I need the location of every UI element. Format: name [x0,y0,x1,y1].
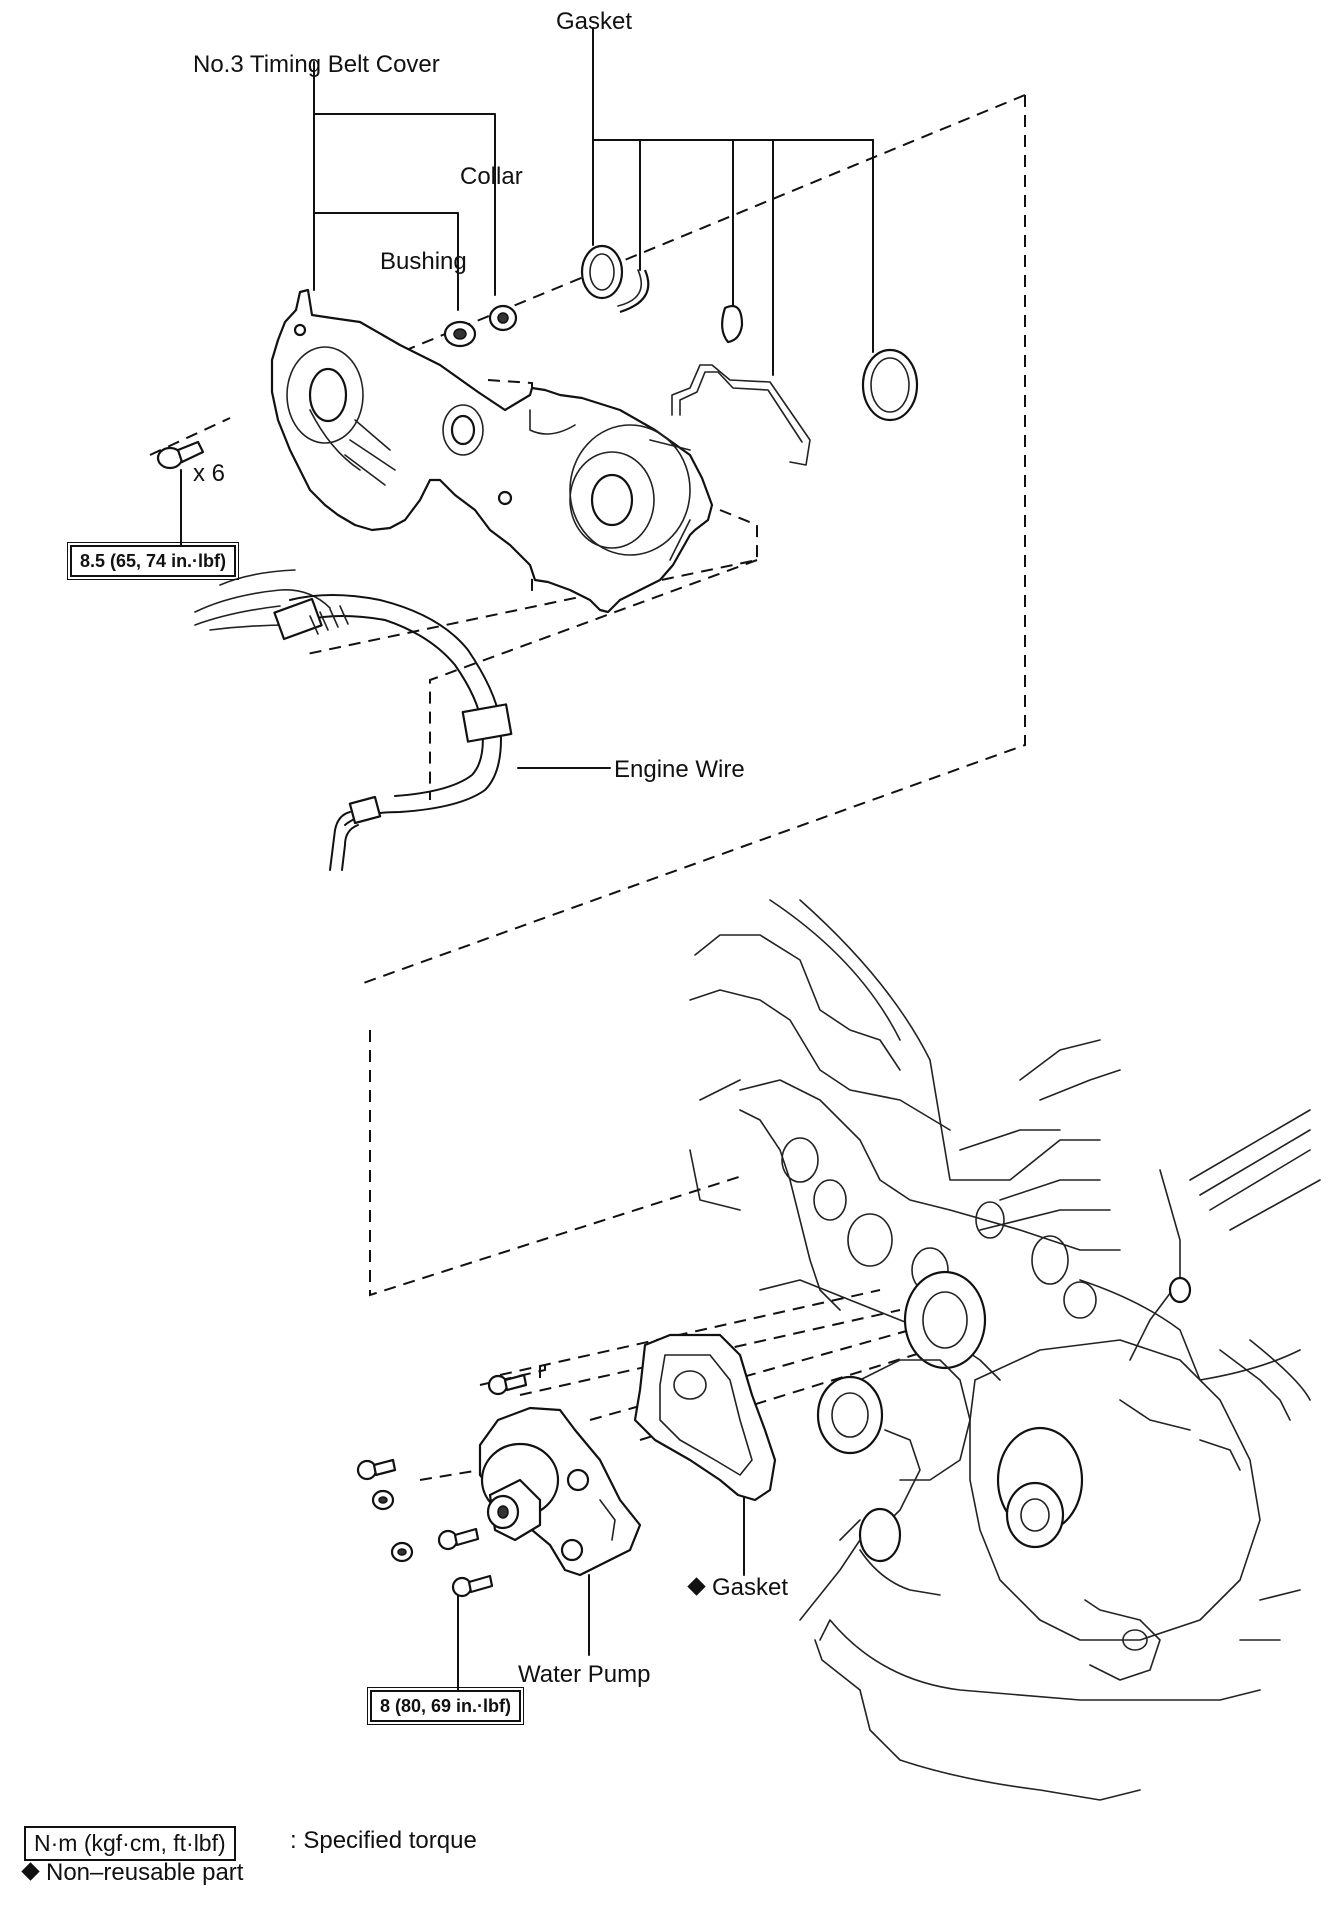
water-pump-label: Water Pump [518,1661,651,1688]
torque-unit-legend: N·m (kgf·cm, ft·lbf) [24,1826,236,1861]
water-pump [478,1406,642,1577]
cover-bolt-torque: 8.5 (65, 74 in.·lbf) [66,542,240,580]
bolt-count-label: x 6 [193,460,226,487]
gasket-top-label: Gasket [556,8,633,35]
diamond-icon [21,1862,40,1881]
engine-wire-label: Engine Wire [614,756,745,783]
non-reusable-marker-icon [687,1577,706,1596]
collar-bushing [443,304,518,348]
cover-bolt [156,440,205,470]
torque-unit-description: : Specified torque [290,1827,477,1854]
pump-fasteners [356,1373,528,1598]
timing-belt-cover-label: No.3 Timing Belt Cover [193,51,440,78]
gasket-bottom-label: Gasket [687,1574,789,1601]
engine-block [689,899,1321,1801]
bushing-label: Bushing [380,248,467,275]
pump-gasket [633,1333,777,1502]
leader-lines [180,27,874,1691]
gasket-bottom-text: Gasket [712,1574,789,1601]
engine-wire [194,569,513,871]
collar-label: Collar [460,163,523,190]
timing-belt-cover [270,288,714,614]
non-reusable-legend: Non–reusable part [21,1859,244,1886]
dashed-assembly-lines [149,94,1026,1481]
pump-bolt-torque: 8 (80, 69 in.·lbf) [366,1687,525,1725]
gasket-rings [580,244,919,466]
non-reusable-text: Non–reusable part [46,1859,244,1886]
